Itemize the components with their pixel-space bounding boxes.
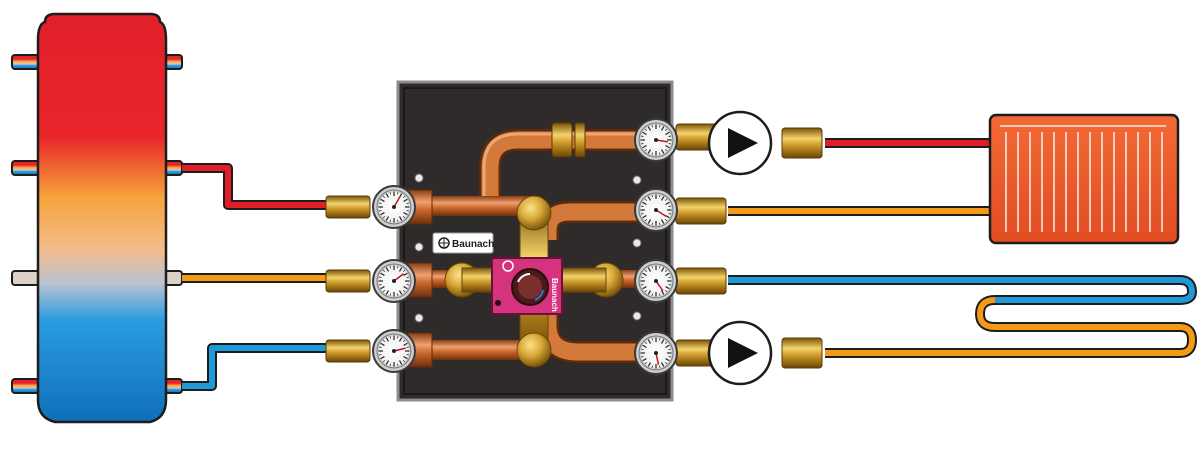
brass-ball-bottom xyxy=(516,332,552,368)
circulation-pump-bottom[interactable] xyxy=(707,320,773,386)
pipe-hot-supply-tank xyxy=(182,163,330,210)
thermometer-icon xyxy=(634,331,678,375)
baunach-logo-icon xyxy=(438,237,450,249)
brand-plate: Baunach xyxy=(432,232,494,254)
brass-ball-top xyxy=(516,195,552,231)
buffer-storage-tank xyxy=(11,12,183,424)
three-way-mixing-valve[interactable]: Baunach xyxy=(491,257,563,315)
thermometer-icon xyxy=(372,329,416,373)
thermometer-icon xyxy=(372,185,416,229)
circulation-pump-top[interactable] xyxy=(707,110,773,176)
thermometer-icon xyxy=(634,118,678,162)
internal-copper-piping xyxy=(420,122,640,368)
pipe-cold-return-tank xyxy=(182,343,330,391)
baunach-logo-icon xyxy=(502,260,514,272)
thermometer-icon xyxy=(634,188,678,232)
mixer-brand-label: Baunach xyxy=(550,278,559,312)
brand-name: Baunach xyxy=(452,239,494,250)
thermometer-icon xyxy=(372,259,416,303)
thermometer-gauges xyxy=(372,118,678,375)
radiator-heating-circuit xyxy=(988,113,1180,245)
thermometer-icon xyxy=(634,259,678,303)
